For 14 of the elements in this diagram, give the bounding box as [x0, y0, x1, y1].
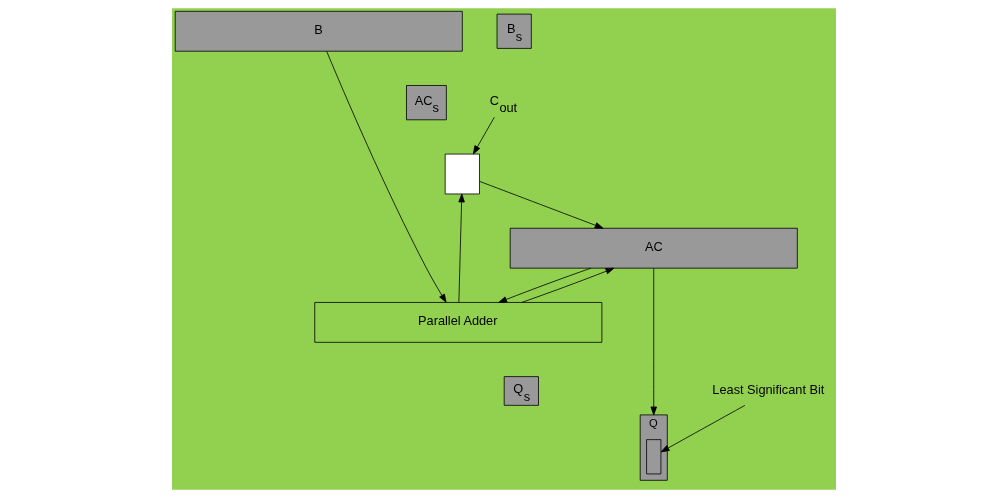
arrow	[650, 268, 657, 416]
arrow	[660, 405, 745, 453]
node-box	[444, 153, 480, 195]
node-box: Parallel Adder	[313, 302, 602, 343]
arrow	[497, 267, 591, 303]
arrow	[520, 267, 614, 303]
arrow	[478, 181, 604, 229]
node-bar	[645, 439, 661, 475]
arrow	[457, 193, 465, 303]
node-box: B	[174, 10, 463, 52]
node-text: Least Significant Bit	[711, 382, 824, 397]
arrow	[472, 116, 495, 155]
arrow	[325, 50, 447, 303]
node-box: AC	[509, 227, 798, 269]
